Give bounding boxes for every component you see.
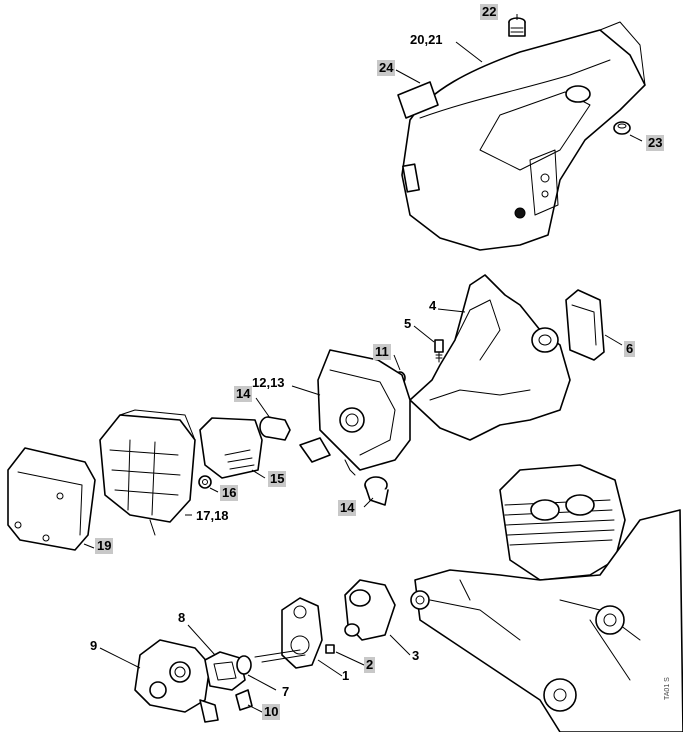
- part-1-flange: [254, 597, 323, 669]
- part-8-gasket: [204, 651, 246, 691]
- part-17-18-air-filter: [99, 409, 196, 536]
- part-24-label: [397, 81, 439, 119]
- part-16-nut: [198, 475, 212, 489]
- callout-2: 2: [364, 657, 376, 673]
- callout-22: 22: [480, 4, 499, 20]
- part-14-sleeve-upper: [259, 416, 291, 441]
- part-5-screw: [434, 339, 444, 363]
- part-9-carburetor: [134, 639, 219, 723]
- callout-1: 1: [342, 668, 350, 683]
- part-14-sleeve-lower: [364, 476, 389, 506]
- callout-7: 7: [282, 684, 290, 699]
- part-12-13-housing: [299, 349, 411, 476]
- callout-10: 10: [262, 704, 281, 720]
- callout-11: 11: [373, 344, 391, 360]
- callout-23: 23: [646, 135, 665, 151]
- callout-8: 8: [178, 610, 186, 625]
- callout-17-18: 17,18: [196, 508, 229, 523]
- callout-3: 3: [412, 648, 420, 663]
- part-3-intake-boot: [344, 579, 396, 641]
- part-10-clip: [235, 689, 253, 711]
- part-6-plate: [565, 289, 605, 361]
- callout-4: 4: [429, 298, 437, 313]
- callout-5: 5: [404, 316, 412, 331]
- engine-block: [410, 464, 683, 732]
- part-19-cover-plate: [7, 447, 96, 551]
- callout-14-lower: 14: [338, 500, 357, 516]
- callout-24: 24: [377, 60, 396, 76]
- callout-12-13: 12,13: [252, 375, 285, 390]
- callout-15: 15: [268, 471, 287, 487]
- document-number: TA01 S: [664, 677, 671, 700]
- callout-14-upper: 14: [234, 386, 253, 402]
- shroud-cover: [401, 21, 646, 251]
- callout-16: 16: [220, 485, 239, 501]
- callout-19: 19: [95, 538, 114, 554]
- callout-6: 6: [624, 341, 636, 357]
- part-22-knob: [508, 17, 526, 37]
- part-23-grommet: [613, 121, 631, 135]
- part-2-screw: [325, 644, 335, 654]
- part-7-ring: [236, 655, 252, 675]
- callout-20-21: 20,21: [410, 32, 443, 47]
- part-15-filter-element: [199, 417, 263, 479]
- callout-9: 9: [90, 638, 98, 653]
- part-4-baffle: [409, 274, 571, 441]
- leader-lines: [83, 14, 643, 713]
